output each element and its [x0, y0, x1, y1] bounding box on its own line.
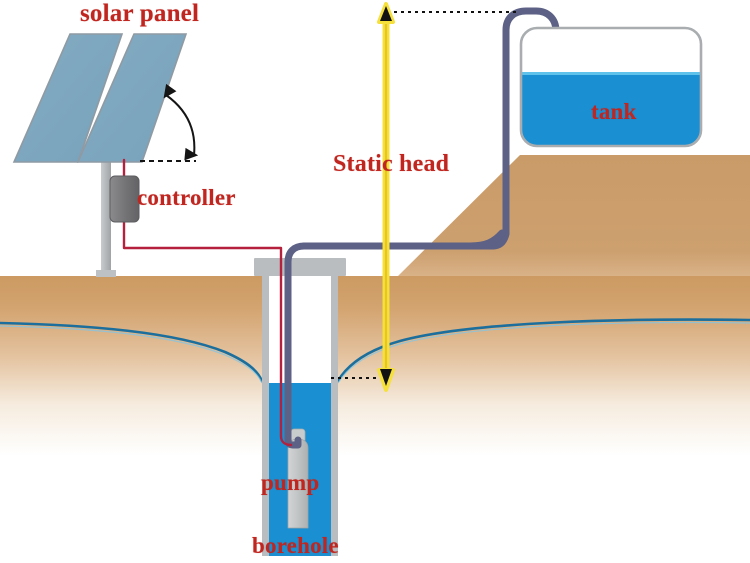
storage-tank	[519, 26, 703, 148]
mast-base	[96, 270, 116, 277]
ground-layer	[0, 276, 750, 456]
tilt-angle-indicator	[140, 83, 199, 162]
label-controller: controller	[137, 185, 236, 210]
power-cable	[122, 158, 293, 447]
water-table-highlight	[0, 321, 750, 384]
earth-mound	[398, 155, 750, 276]
solar-array	[12, 33, 188, 277]
label-solar-panel: solar panel	[80, 0, 200, 27]
label-static-head: Static head	[333, 151, 450, 177]
static-head-measure	[331, 2, 520, 392]
water-table-curve	[0, 318, 750, 383]
controller	[109, 175, 140, 223]
label-tank: tank	[591, 99, 637, 124]
static-head-bottom-arrow	[380, 369, 392, 386]
well-cap	[254, 258, 346, 276]
borehole	[254, 258, 346, 556]
array-mast	[101, 160, 111, 276]
label-borehole: borehole	[252, 533, 339, 558]
label-pump: pump	[261, 470, 320, 495]
tilt-arc-arrow	[163, 83, 199, 161]
rising-main-pipe	[284, 7, 560, 449]
static-head-top-arrow	[380, 6, 392, 21]
tank-water	[521, 74, 701, 146]
pipe-ground-run	[300, 229, 506, 250]
